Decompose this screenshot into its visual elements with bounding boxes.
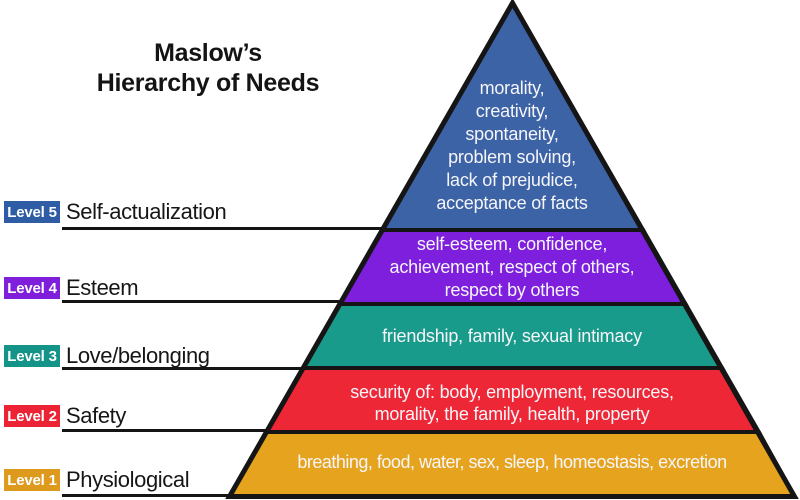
level-2-badge: Level 2 bbox=[4, 405, 60, 427]
page-title: Maslow’s Hierarchy of Needs bbox=[88, 38, 328, 98]
level-3-text: friendship, family, sexual intimacy bbox=[312, 325, 712, 347]
text-line: achievement, respect of others, bbox=[389, 257, 635, 277]
level-2-label: Safety bbox=[66, 403, 126, 428]
text-line: self-esteem, confidence, bbox=[416, 234, 608, 254]
level-1-text: breathing, food, water, sex, sleep, home… bbox=[252, 451, 772, 473]
level-4-text: self-esteem, confidence, achievement, re… bbox=[332, 233, 692, 302]
level-3-label: Love/belonging bbox=[66, 343, 210, 368]
text-line: security of: body, employment, resources… bbox=[350, 382, 674, 402]
level-1-badge: Level 1 bbox=[4, 469, 60, 491]
level-4-label: Esteem bbox=[66, 275, 139, 300]
text-line: creativity, bbox=[475, 101, 549, 121]
level-1-line bbox=[62, 494, 229, 497]
text-line: spontaneity, bbox=[465, 124, 559, 144]
level-2-text: security of: body, employment, resources… bbox=[282, 381, 742, 425]
text-line: friendship, family, sexual intimacy bbox=[382, 326, 642, 346]
text-line: morality, bbox=[479, 78, 545, 98]
level-3-line bbox=[62, 367, 303, 370]
text-line: problem solving, bbox=[448, 147, 576, 167]
level-4-badge: Level 4 bbox=[4, 277, 60, 299]
text-line: lack of prejudice, bbox=[446, 170, 578, 190]
level-5-line bbox=[62, 227, 382, 230]
pyramid-outline bbox=[225, 0, 799, 499]
title-line-2: Hierarchy of Needs bbox=[96, 69, 320, 97]
level-5-badge: Level 5 bbox=[4, 201, 60, 223]
level-4-line bbox=[62, 300, 340, 303]
level-2-line bbox=[62, 429, 267, 432]
title-line-1: Maslow’s bbox=[154, 39, 262, 67]
text-line: acceptance of facts bbox=[436, 193, 588, 213]
level-3-badge: Level 3 bbox=[4, 345, 60, 367]
text-line: respect by others bbox=[444, 280, 580, 300]
level-5-label: Self-actualization bbox=[66, 199, 227, 224]
text-line: morality, the family, health, property bbox=[374, 404, 650, 424]
level-5-text: morality, creativity, spontaneity, probl… bbox=[362, 77, 662, 215]
text-line: breathing, food, water, sex, sleep, home… bbox=[297, 452, 727, 472]
level-1-label: Physiological bbox=[66, 467, 190, 492]
